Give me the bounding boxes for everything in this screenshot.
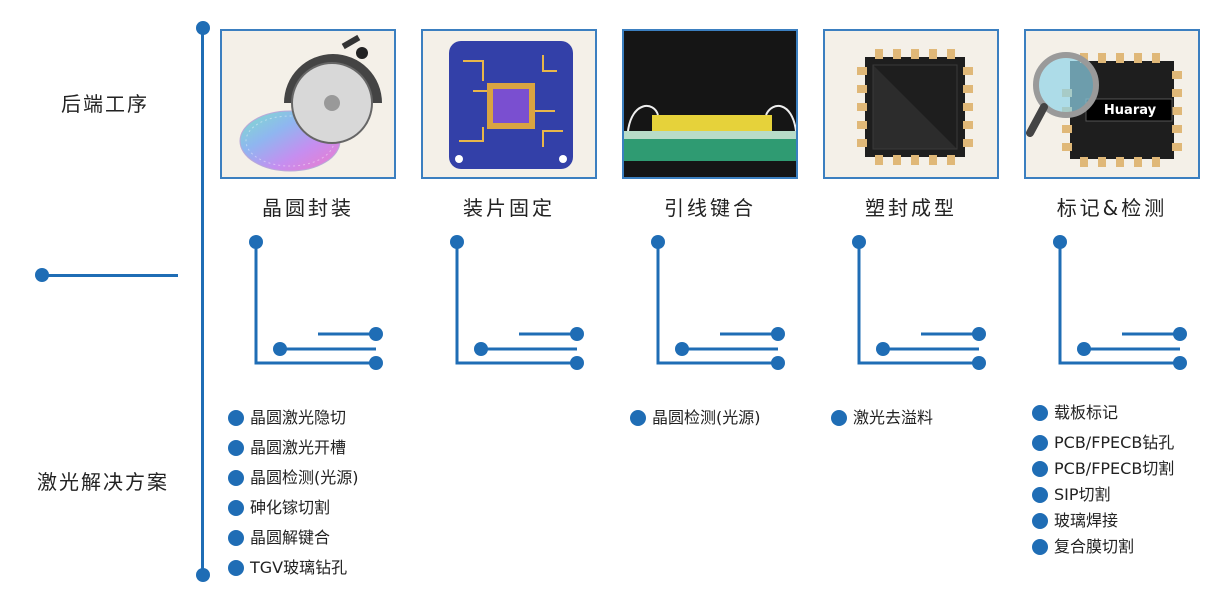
- solutions-wire-bonding: 晶圆检测(光源): [630, 403, 761, 433]
- timeline-top-dot: [196, 21, 210, 35]
- stage-title-wafer-packaging: 晶圆封装: [262, 196, 354, 220]
- branch-connector-molding: [852, 235, 986, 370]
- branch-connector-wafer-packaging: [249, 235, 383, 370]
- marking-inspection-image: Huaray: [1024, 29, 1200, 179]
- solutions-wafer-packaging: 晶圆激光隐切 晶圆激光开槽 晶圆检测(光源) 砷化镓切割 晶圆解键合 TGV玻璃…: [228, 403, 359, 583]
- list-item: 晶圆检测(光源): [630, 403, 761, 433]
- list-item: 玻璃焊接: [1032, 508, 1174, 534]
- stage-title-molding: 塑封成型: [865, 196, 957, 220]
- list-item: 复合膜切割: [1032, 534, 1174, 560]
- timeline-bottom-dot: [196, 568, 210, 582]
- stage-title-marking-inspection: 标记&检测: [1056, 196, 1168, 220]
- list-item: 晶圆激光隐切: [228, 403, 359, 433]
- stage-title-die-attach: 装片固定: [463, 196, 555, 220]
- list-item: PCB/FPECB切割: [1032, 456, 1174, 482]
- timeline-line: [201, 28, 204, 575]
- laser-solutions-label: 激光解决方案: [37, 470, 169, 494]
- list-item: TGV玻璃钻孔: [228, 553, 359, 583]
- list-item: 晶圆解键合: [228, 523, 359, 553]
- branch-connector-marking-inspection: [1053, 235, 1187, 370]
- branch-connector-wire-bonding: [651, 235, 785, 370]
- list-item: PCB/FPECB钻孔: [1032, 430, 1174, 456]
- list-item: 激光去溢料: [831, 403, 933, 433]
- back-end-process-label: 后端工序: [61, 92, 149, 116]
- molding-image: [823, 29, 999, 179]
- list-item: 砷化镓切割: [228, 493, 359, 523]
- wafer-packaging-image: [220, 29, 396, 179]
- die-attach-image: [421, 29, 597, 179]
- wire-bonding-image: [622, 29, 798, 179]
- left-connector-line: [42, 274, 178, 277]
- list-item: SIP切割: [1032, 482, 1174, 508]
- solutions-marking-inspection: 载板标记 PCB/FPECB钻孔 PCB/FPECB切割 SIP切割 玻璃焊接 …: [1032, 400, 1174, 560]
- solutions-molding: 激光去溢料: [831, 403, 933, 433]
- stage-title-wire-bonding: 引线键合: [664, 196, 756, 220]
- list-item: 晶圆激光开槽: [228, 433, 359, 463]
- huaray-label: Huaray: [1103, 103, 1157, 118]
- branch-connector-die-attach: [450, 235, 584, 370]
- list-item: 载板标记: [1032, 400, 1174, 426]
- list-item: 晶圆检测(光源): [228, 463, 359, 493]
